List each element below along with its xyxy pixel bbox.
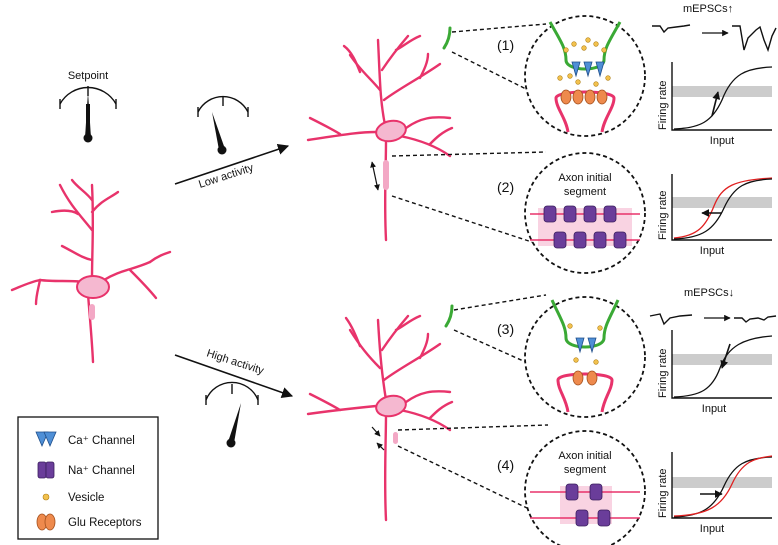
y-axis-label-4: Firing rate [657,468,669,518]
mepscs-down-label: mEPSCs↓ [684,287,734,299]
axon-initial-segment-elongated [383,160,389,190]
panel-label-2: (2) [497,179,514,195]
neuron-high-activity [306,314,454,522]
legend-na-channel: Na⁺ Channel [68,465,135,477]
vesicle-icon [42,493,50,501]
y-axis-label-2: Firing rate [657,190,669,240]
na-channels-long [543,205,627,249]
firing-rate-plot-1 [671,62,773,131]
high-activity-arrow [174,354,294,398]
soma-low-activity [375,119,407,143]
legend-ca-channel: Ca⁺ Channel [68,435,135,447]
axon-initial-segment-baseline [89,304,95,320]
low-activity-arrow [174,143,290,185]
high-activity-gauge [205,381,259,448]
soma-high-activity [375,394,407,418]
postsynaptic-spine [554,90,616,133]
soma-baseline [76,275,110,299]
vesicles [557,37,611,87]
ais-label-2-line2: segment [564,464,606,476]
x-axis-label-4: Input [700,523,724,535]
mepsc-traces-down [649,313,777,326]
setpoint-label: Setpoint [68,70,108,82]
ais-shortening-arrow-bottom [376,442,385,451]
low-activity-gauge [197,95,249,155]
ca-channel-icon [35,431,57,448]
panel-label-4: (4) [497,457,514,473]
legend-vesicle: Vesicle [68,492,104,504]
presynaptic-terminal-top [442,26,452,50]
legend-glu-receptors: Glu Receptors [68,517,142,529]
mepsc-traces-up [652,24,777,53]
ais-shortening-arrow-top [371,426,381,437]
zoom-circle-1 [524,15,646,137]
firing-rate-plot-2 [671,174,773,241]
setpoint-gauge [59,86,117,143]
zoom-circle-3 [524,296,646,418]
zoom-circle-4 [524,430,646,545]
na-channel-icon [37,461,55,479]
zoom-lines [391,23,553,521]
presynaptic-bouton [548,21,622,71]
zoom-circle-2 [524,152,646,274]
high-activity-label: High activity [205,347,266,377]
firing-rate-plot-4 [671,452,773,519]
legend [17,416,159,540]
ais-label-1-line2: segment [564,186,606,198]
neuron-baseline [10,178,172,364]
panel-label-3: (3) [497,321,514,337]
x-axis-label-1: Input [710,135,734,147]
ais-elongation-arrow [370,161,380,191]
y-axis-label-3: Firing rate [657,348,669,398]
ais-label-2-line1: Axon initial [558,450,611,462]
x-axis-label-2: Input [700,245,724,257]
y-axis-label-1: Firing rate [657,80,669,130]
presynaptic-terminal-bottom [444,304,454,328]
glu-receptor-icon [36,513,56,531]
ais-label-1-line1: Axon initial [558,172,611,184]
firing-rate-plot-3 [671,330,773,399]
x-axis-label-3: Input [702,403,726,415]
glu-receptors [560,89,608,105]
panel-label-1: (1) [497,37,514,53]
axon-initial-segment-shortened [393,432,398,444]
mepscs-up-label: mEPSCs↑ [683,3,733,15]
ca-channels [571,61,605,78]
